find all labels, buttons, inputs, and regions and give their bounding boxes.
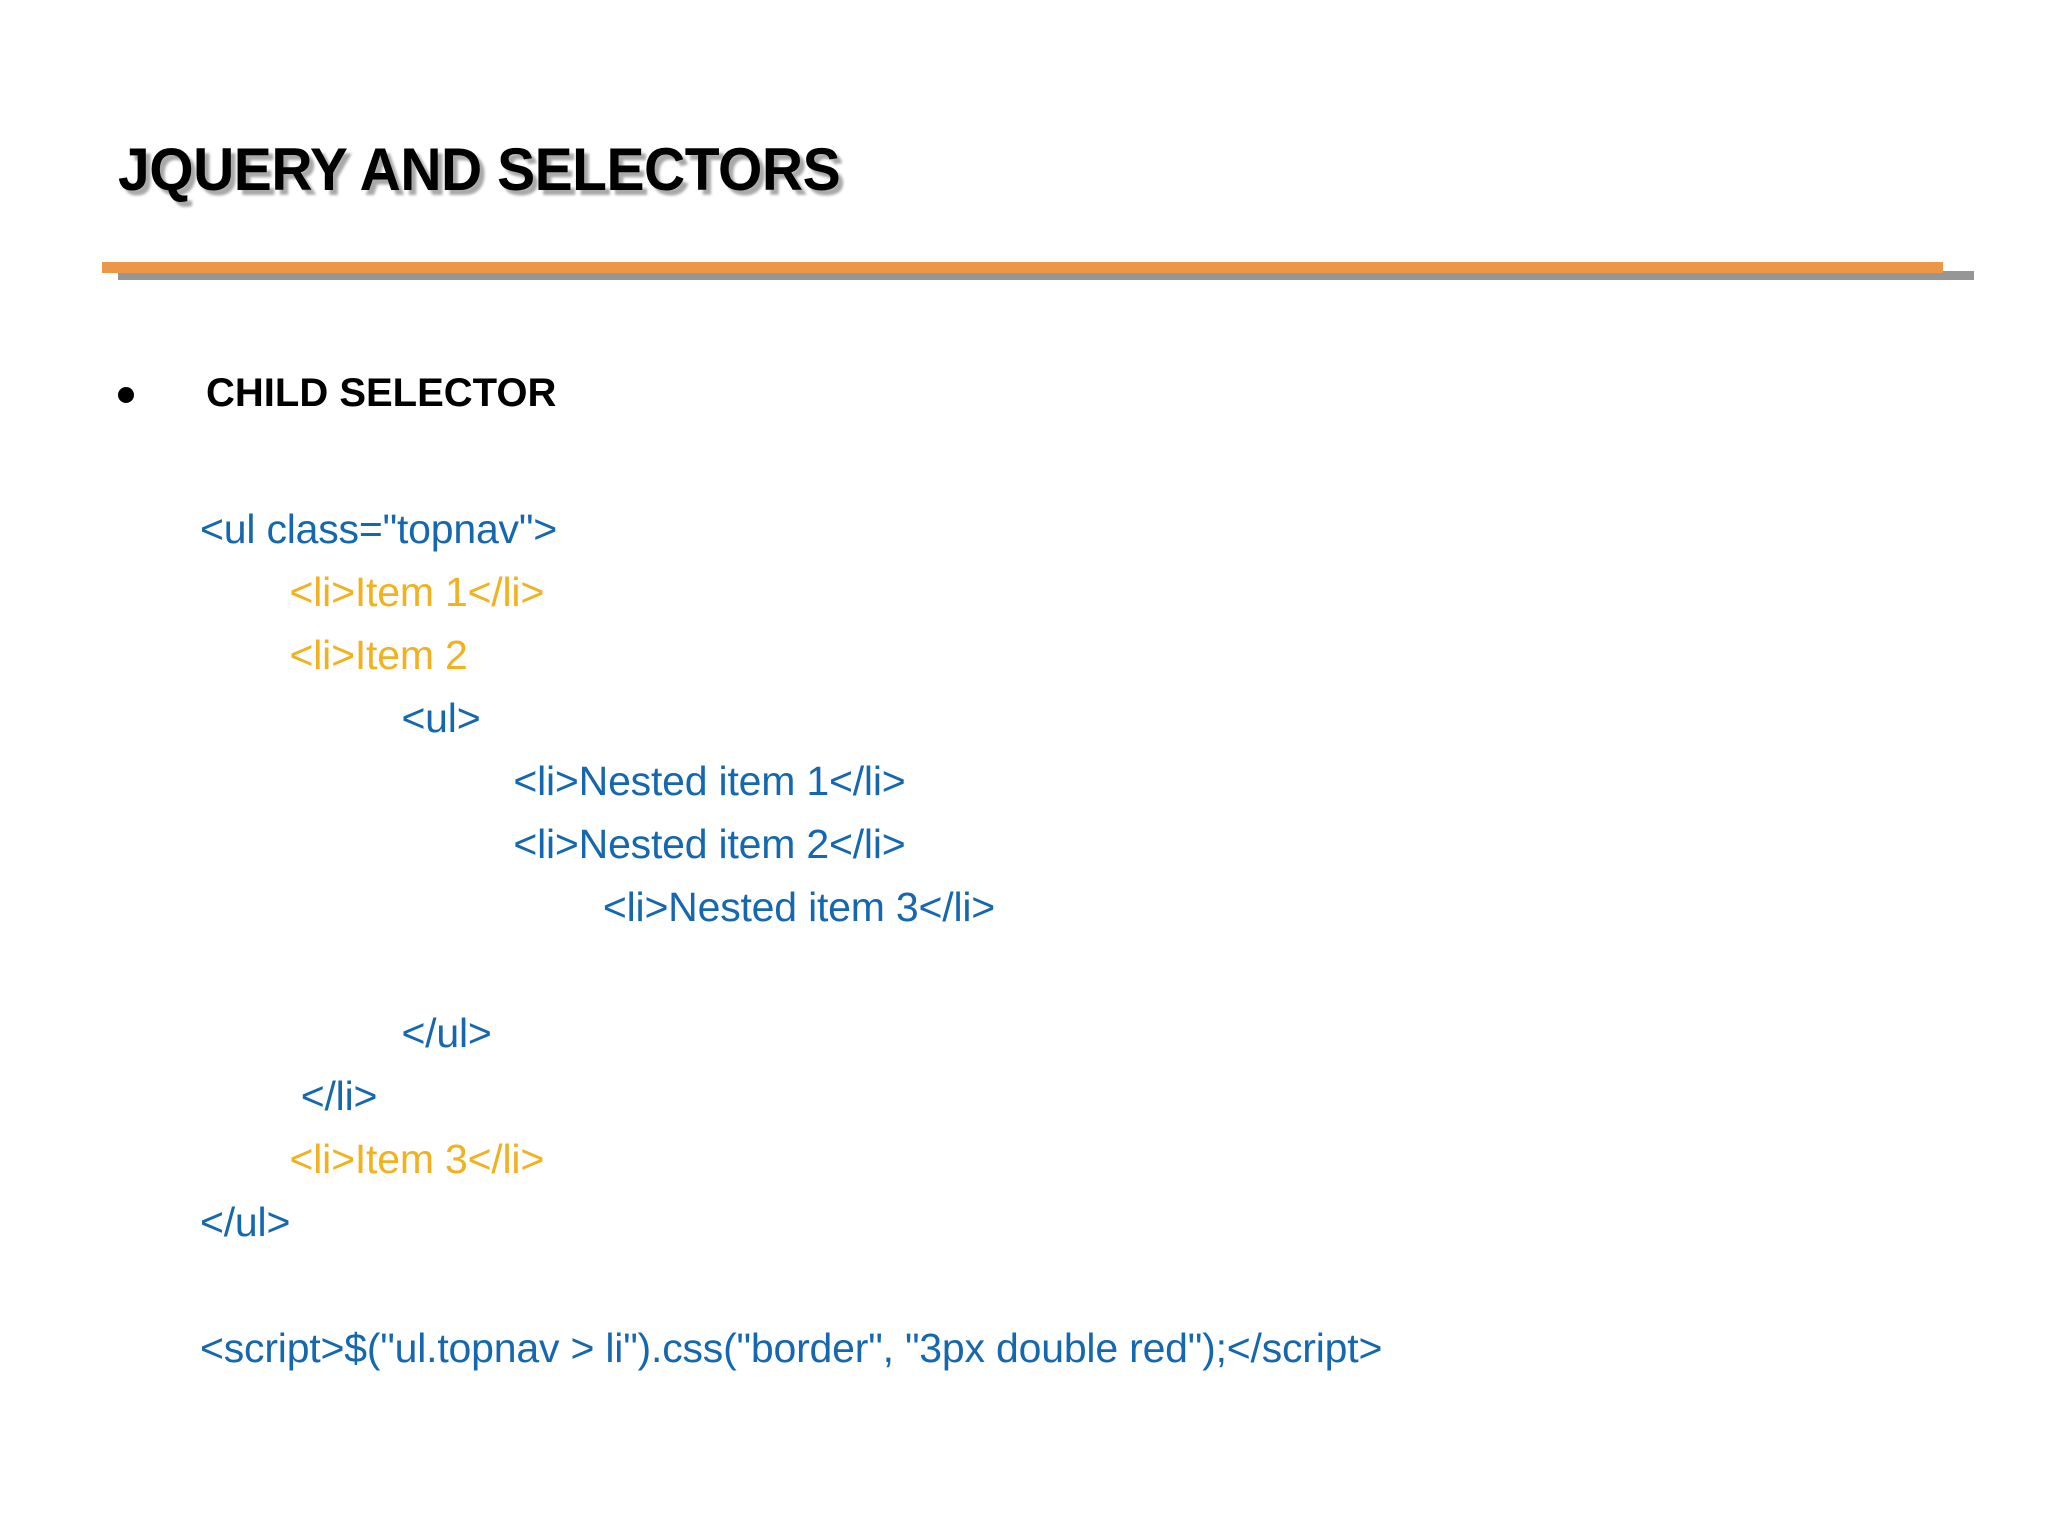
code-line-spacer	[200, 1254, 1960, 1317]
code-line: <li>Item 1</li>	[200, 569, 545, 615]
code-line: <ul>	[200, 695, 481, 741]
code-line: <li>Item 2	[200, 632, 468, 678]
code-line: <ul class="topnav">	[200, 506, 557, 552]
bullet-dot-icon	[118, 387, 134, 403]
bullet-child-selector: CHILD SELECTOR	[118, 370, 556, 416]
code-line: </ul>	[200, 1199, 291, 1245]
code-listing: <ul class="topnav"> <li>Item 1</li> <li>…	[200, 498, 1960, 1380]
code-line: <li>Nested item 2</li>	[200, 821, 906, 867]
code-line: </ul>	[200, 1010, 492, 1056]
divider-accent-line	[102, 262, 1943, 273]
slide-title-block: JQUERY AND SELECTORS	[118, 140, 1918, 200]
code-line: <script>$("ul.topnav > li").css("border"…	[200, 1325, 1383, 1371]
code-line: <li>Item 3</li>	[200, 1136, 545, 1182]
divider-shadow	[118, 271, 1974, 280]
title-divider	[102, 262, 1974, 284]
code-line-spacer	[200, 939, 1960, 1002]
page-title: JQUERY AND SELECTORS	[118, 136, 841, 203]
code-line: </li>	[200, 1073, 378, 1119]
code-line: <li>Nested item 3</li>	[200, 884, 996, 930]
bullet-label: CHILD SELECTOR	[206, 371, 557, 415]
code-line: <li>Nested item 1</li>	[200, 758, 906, 804]
